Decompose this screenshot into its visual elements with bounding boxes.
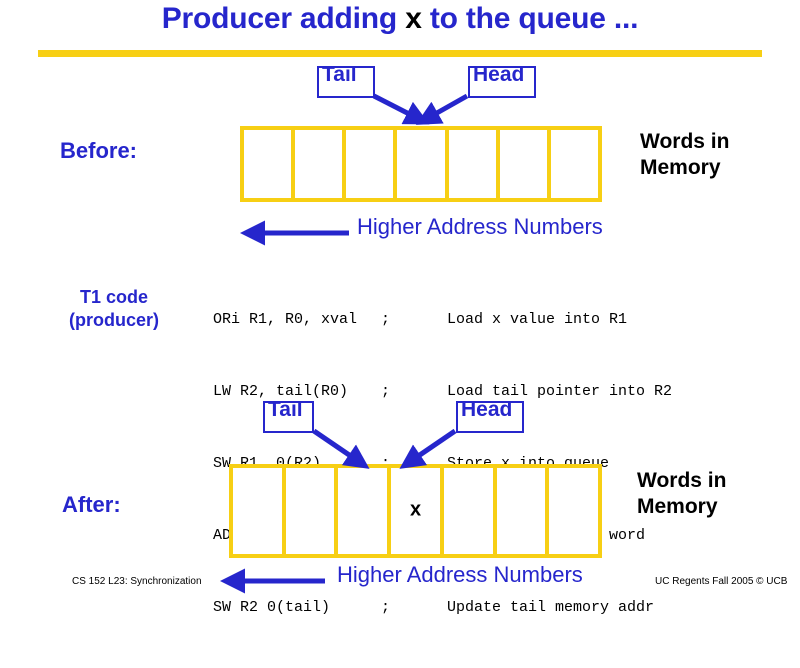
code-instruction: LW R2, tail(R0) — [213, 383, 349, 400]
title-divider — [38, 50, 762, 57]
code-separator: ; — [381, 311, 391, 328]
code-block-role-label: T1 code (producer) — [44, 286, 184, 332]
memory-cell — [295, 130, 347, 198]
title-variable: x — [405, 2, 422, 35]
code-role-line-2: (producer) — [69, 310, 159, 330]
before-higher-address-label: Higher Address Numbers — [357, 214, 603, 239]
before-words-line-2: Memory — [640, 156, 721, 179]
after-head-pointer-box: Head — [456, 401, 524, 433]
memory-cell-value: x — [409, 498, 422, 521]
after-words-in-memory-label: Words in Memory — [637, 468, 726, 520]
memory-cell — [397, 130, 449, 198]
memory-cell — [244, 130, 296, 198]
before-tail-pointer-box: Tail — [317, 66, 375, 98]
footer-course-label: CS 152 L23: Synchronization — [72, 576, 202, 587]
memory-cell — [233, 468, 286, 554]
page-title: Producer adding x to the queue ... — [0, 2, 800, 36]
after-memory-strip: x — [229, 464, 602, 558]
memory-cell — [551, 130, 598, 198]
before-memory-strip — [240, 126, 602, 202]
footer-copyright-label: UC Regents Fall 2005 © UCB — [655, 576, 788, 587]
before-words-line-1: Words in — [640, 130, 730, 153]
after-words-line-1: Words in — [637, 469, 727, 492]
after-tail-pointer-box: Tail — [263, 401, 314, 433]
memory-cell — [286, 468, 339, 554]
title-text-pre: Producer adding — [161, 2, 406, 35]
after-tail-pointer-label: Tail — [268, 401, 303, 421]
before-head-arrow — [415, 93, 469, 125]
memory-cell — [497, 468, 550, 554]
memory-cell — [338, 468, 392, 554]
code-comment: Load x value into R1 — [447, 311, 628, 328]
before-tail-arrow — [372, 93, 430, 125]
memory-cell — [500, 130, 551, 198]
code-line: LW R2, tail(R0) ; Load tail pointer into… — [213, 380, 672, 404]
after-head-pointer-label: Head — [461, 401, 513, 421]
after-words-line-2: Memory — [637, 495, 718, 518]
before-tail-pointer-label: Tail — [322, 66, 357, 86]
before-row-label: Before: — [60, 138, 138, 163]
after-higher-address-label: Higher Address Numbers — [337, 562, 583, 587]
code-role-line-1: T1 code — [79, 287, 149, 307]
memory-cell — [449, 130, 500, 198]
code-instruction: ORi R1, R0, xval — [213, 311, 358, 328]
before-head-pointer-box: Head — [468, 66, 536, 98]
title-text-post: to the queue ... — [421, 2, 639, 35]
before-words-in-memory-label: Words in Memory — [640, 129, 729, 181]
after-row-label: After: — [62, 492, 121, 517]
code-comment: Load tail pointer into R2 — [447, 383, 673, 400]
memory-cell — [346, 130, 398, 198]
code-line: ORi R1, R0, xval ; Load x value into R1 — [213, 308, 672, 332]
before-head-pointer-label: Head — [473, 66, 525, 86]
slide-canvas: Producer adding x to the queue ... Befor… — [0, 2, 800, 616]
memory-cell: x — [391, 468, 444, 554]
memory-cell — [444, 468, 497, 554]
code-separator: ; — [381, 452, 447, 476]
memory-cell — [549, 468, 598, 554]
code-separator: ; — [381, 383, 391, 400]
